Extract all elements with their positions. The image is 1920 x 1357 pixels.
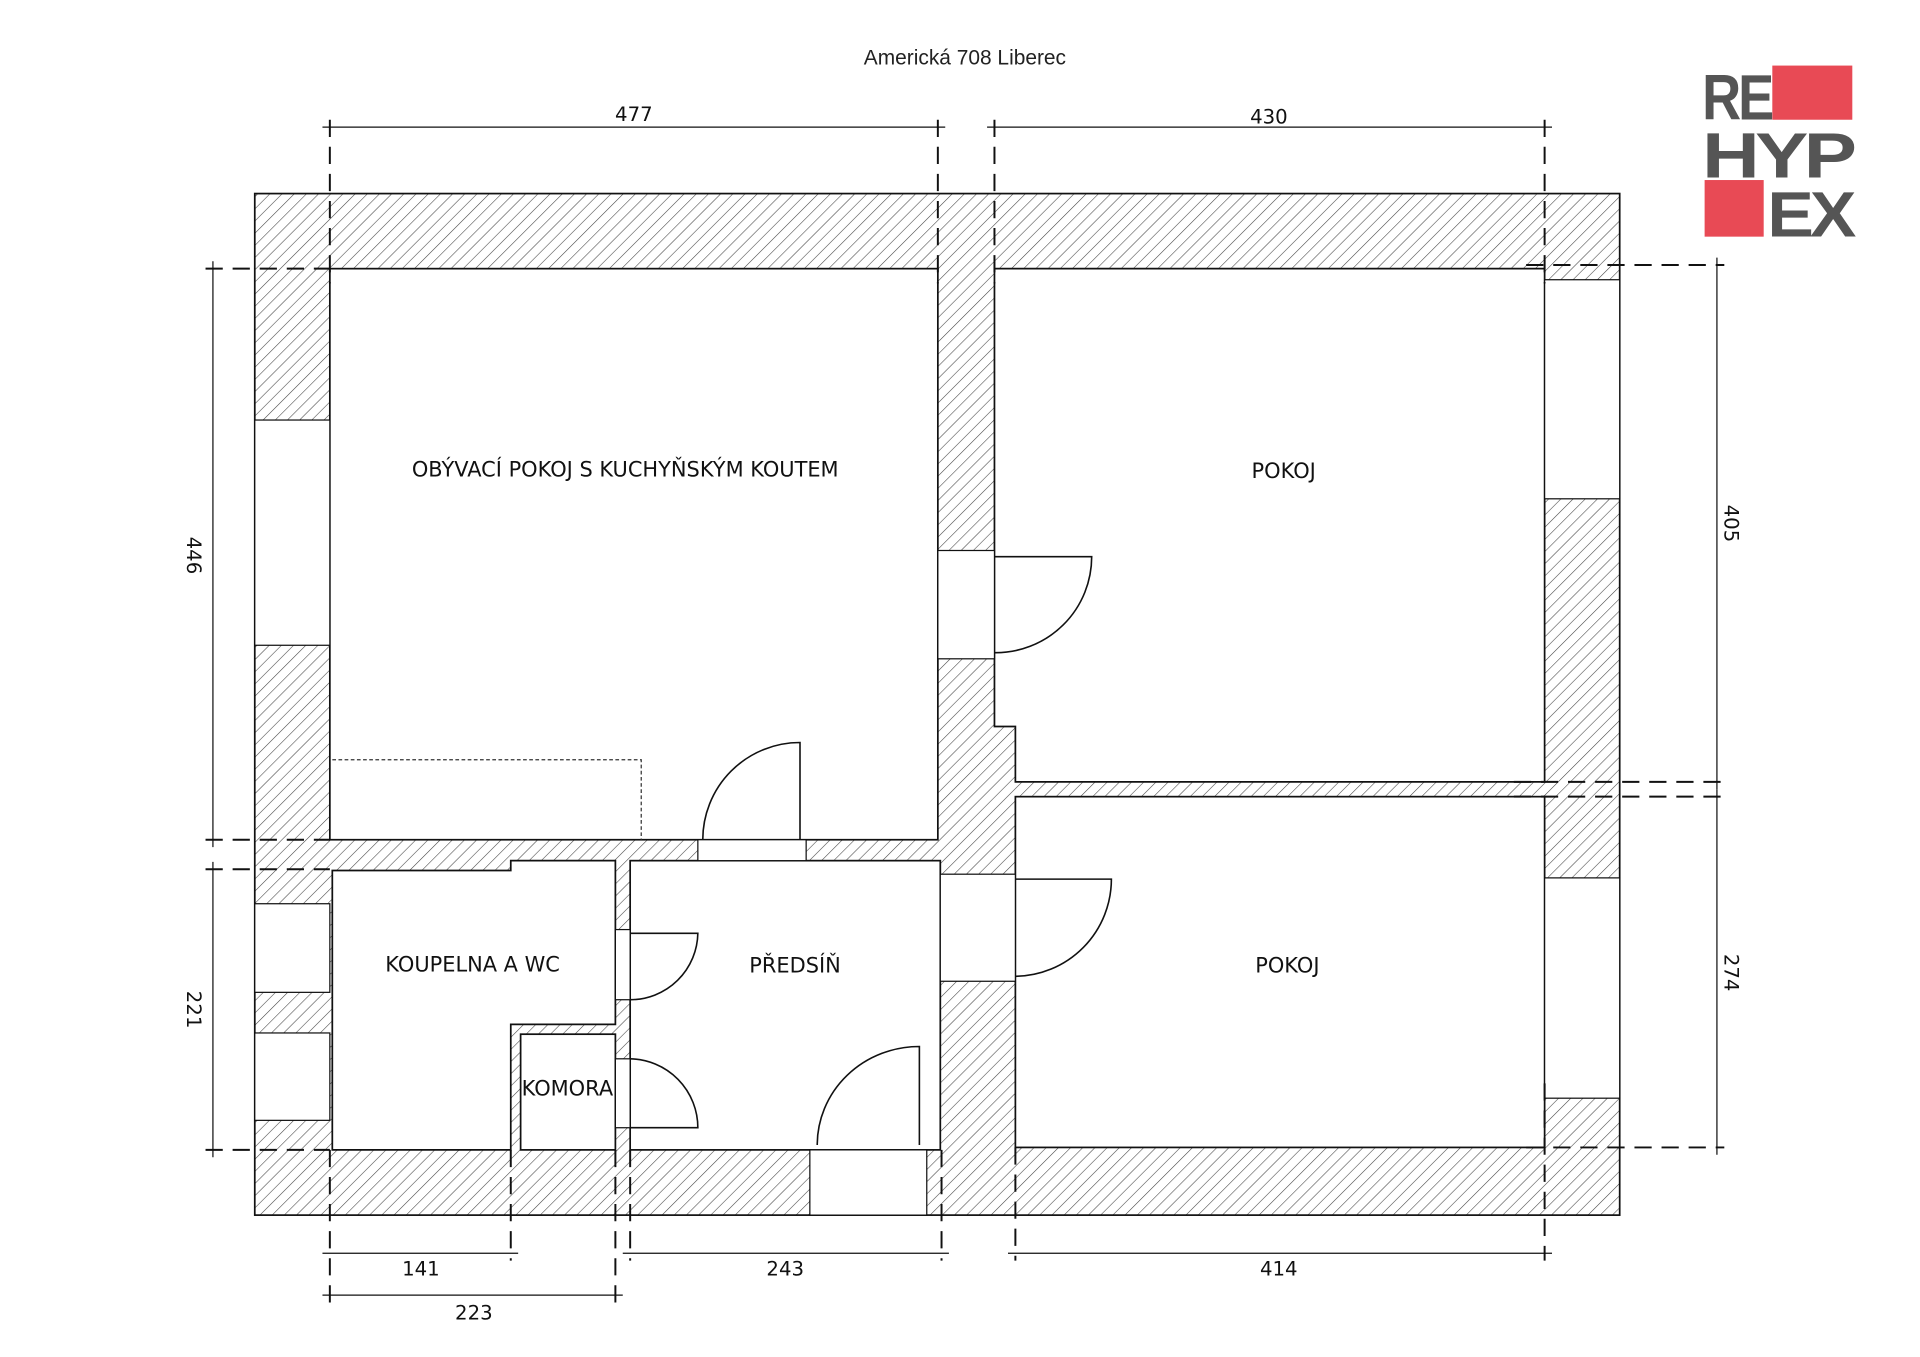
room-top: [993, 267, 1546, 783]
logo-square-top: [1772, 65, 1853, 120]
room-hall: [629, 859, 942, 1151]
dim-right-lower: 274: [1719, 954, 1742, 992]
door-openings: [614, 549, 1017, 1216]
label-bathroom: KOUPELNA A WC: [385, 952, 560, 976]
dim-right-upper: 405: [1719, 505, 1742, 543]
plan-title: Americká 708 Liberec: [864, 46, 1066, 69]
room-bottom: [1014, 795, 1546, 1149]
logo-line-3: EX: [1767, 179, 1856, 251]
room-storage: [519, 1033, 617, 1151]
label-storage: KOMORA: [522, 1077, 614, 1101]
dim-bottom-room: 414: [1260, 1257, 1298, 1280]
door-living: [701, 741, 801, 840]
label-hall: PŘEDSÍŇ: [749, 953, 841, 978]
door-room-top: [994, 555, 1093, 654]
label-room-bottom: POKOJ: [1255, 954, 1319, 978]
dim-top-right: 430: [1250, 105, 1288, 128]
door-entrance: [816, 1045, 921, 1145]
dim-bottom-hall: 243: [766, 1257, 804, 1280]
door-room-bottom: [1015, 878, 1113, 978]
door-storage: [630, 1058, 699, 1129]
door-bathroom: [630, 932, 699, 1001]
label-living: OBÝVACÍ POKOJ S KUCHYŇSKÝM KOUTEM: [412, 457, 839, 482]
windows: [254, 279, 1621, 1121]
logo-line-1: RE: [1702, 62, 1773, 134]
dim-bottom-bathroom-total: 223: [455, 1302, 493, 1325]
rehypex-logo: RE HYP EX: [1702, 62, 1860, 251]
dim-top-left: 477: [615, 103, 653, 126]
dim-bottom-bathroom: 141: [402, 1257, 440, 1280]
dimension-lines: [205, 119, 1725, 1303]
dim-left-lower: 221: [182, 991, 205, 1029]
dim-left-upper: 446: [182, 537, 205, 575]
room-living: [328, 267, 939, 841]
kitchen-counter: [332, 759, 642, 840]
doors: [630, 555, 1113, 1145]
logo-square-bottom: [1704, 180, 1764, 237]
label-room-top: POKOJ: [1252, 459, 1316, 483]
logo-line-2: HYP: [1702, 120, 1855, 192]
room-bathroom: [331, 859, 617, 1151]
